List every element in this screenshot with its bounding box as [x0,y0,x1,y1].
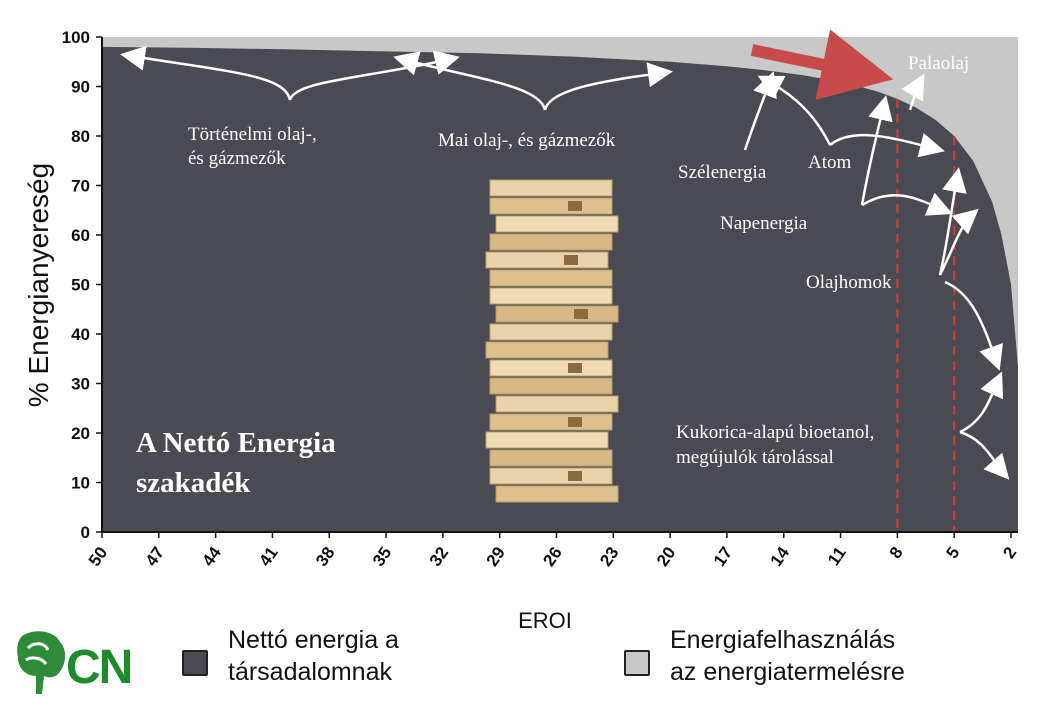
annotation-biofuel: Kukorica-alapú bioetanol,megújulók tárol… [676,422,874,468]
arrow-solar-up [860,95,893,206]
jenga-block [489,287,613,305]
logo-text: CN [66,641,133,694]
arrow-current-right [543,62,673,111]
jenga-block [489,413,613,431]
x-tick-label: 23 [596,543,622,569]
arrow-nuclear-left [757,75,832,146]
jenga-gap [568,363,582,373]
jenga-block [489,233,613,251]
jenga-block [495,485,619,503]
arrow-biofuel-up [959,371,1004,434]
red-trend-arrow-icon [750,29,894,100]
annotation-tar-sands: Olajhomok [806,272,892,293]
x-tick-label: 44 [198,543,225,570]
arrow-tar-sands-up [938,167,967,276]
legend-swatch-net-energy [182,650,208,676]
y-tick-label: 30 [71,375,90,394]
jenga-gap [568,417,582,427]
annotation-solar: Napenergia [720,213,808,234]
arrow-tar-sands-right [938,208,979,276]
y-tick-label: 100 [62,28,90,47]
x-tick-label: 8 [886,543,907,562]
x-tick-label: 50 [85,543,111,569]
jenga-block [489,449,613,467]
y-tick-label: 10 [71,474,90,493]
x-tick-label: 26 [539,543,565,569]
jenga-tower-image [485,179,619,503]
jenga-block [485,341,609,359]
jenga-gap [564,255,578,265]
jenga-block [495,215,619,233]
jenga-block [485,431,609,449]
jenga-block [495,305,619,323]
jenga-gap [568,201,582,211]
x-tick-label: 32 [426,543,452,569]
x-tick-label: 14 [767,543,794,570]
y-tick-label: 40 [71,325,90,344]
annotation-nuclear: Atom [808,152,852,173]
y-tick-label: 80 [71,127,90,146]
arrow-historic-left [120,45,292,101]
x-tick-label: 5 [942,543,963,562]
jenga-block [489,467,613,485]
jenga-block [489,359,613,377]
x-tick-label: 20 [653,543,679,569]
x-tick-label: 38 [312,543,338,569]
y-tick-label: 70 [71,177,90,196]
jenga-block [485,251,609,269]
x-tick-label: 11 [824,543,850,569]
legend-label-energy-use: Energiafelhasználás az energiatermelésre [670,626,905,686]
arrow-current-left [393,51,547,111]
annotation-current-fields: Mai olaj-, és gázmezők [438,130,616,151]
y-tick-label: 0 [81,523,90,542]
x-tick-label: 35 [369,543,395,569]
jenga-gap [574,309,588,319]
x-tick-label: 41 [255,543,281,569]
y-axis-label: % Energianyereség [23,163,54,407]
annotation-wind: Szélenergia [678,162,767,183]
y-tick-label: 60 [71,226,90,245]
annotation-shale: Palaolaj [908,53,969,74]
y-tick-label: 50 [71,276,90,295]
y-tick-label: 90 [71,78,90,97]
annotations: Történelmi olaj-,és gázmezők Mai olaj-, é… [120,29,1010,503]
jenga-block [489,179,613,197]
jenga-block [489,377,613,395]
x-tick-label: 2 [999,543,1020,562]
cn-tree-logo-icon [17,631,66,694]
x-tick-label: 17 [710,543,736,569]
arrow-nuclear-right [829,133,945,158]
arrow-tar-sands-down [944,280,1003,371]
arrow-shale [901,73,925,111]
jenga-block [489,323,613,341]
arrow-solar-right [861,192,953,216]
arrow-biofuel-down [959,430,1010,480]
jenga-gap [568,471,582,481]
jenga-block [495,395,619,413]
annotation-historic-fields: Történelmi olaj-,és gázmezők [188,124,317,169]
y-tick-label: 20 [71,424,90,443]
legend-swatch-energy-use [624,650,650,676]
legend-label-net-energy: Nettó energia a társadalomnak [228,626,399,686]
jenga-block [489,197,613,215]
jenga-block [489,269,613,287]
x-axis-label: EROI [518,608,572,633]
x-tick-label: 47 [142,543,168,569]
x-tick-label: 29 [483,543,509,569]
